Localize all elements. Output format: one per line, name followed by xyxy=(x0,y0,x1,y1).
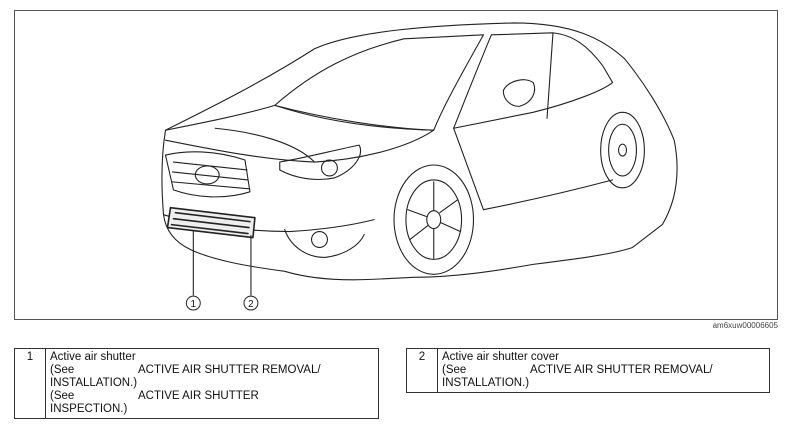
table-row: 2 Active air shutter cover (See ACTIVE AI… xyxy=(406,348,770,393)
car-line-drawing: 1 2 xyxy=(161,22,678,311)
reference-continuation: INSTALLATION.) xyxy=(50,377,138,389)
car-illustration-frame: 1 2 xyxy=(14,10,778,320)
reference-link-inspection[interactable]: ACTIVE AIR SHUTTER xyxy=(138,390,259,402)
see-prefix: (See xyxy=(50,364,75,376)
fog-lamp xyxy=(311,231,328,249)
reference-line: (See ACTIVE AIR SHUTTER xyxy=(50,390,374,403)
headlight xyxy=(279,144,361,181)
front-grille xyxy=(164,151,251,198)
rear-wheel xyxy=(600,111,645,189)
side-mirror xyxy=(502,79,536,107)
reference-link-removal-installation[interactable]: ACTIVE AIR SHUTTER REMOVAL/ xyxy=(530,364,713,376)
reference-continuation: INSTALLATION.) xyxy=(442,377,530,389)
front-wheel xyxy=(393,164,475,275)
reference-continuation: INSPECTION.) xyxy=(50,403,128,415)
reference-line: (See ACTIVE AIR SHUTTER REMOVAL/ xyxy=(50,364,374,377)
side-windows xyxy=(453,32,614,129)
active-air-shutter-part xyxy=(166,206,256,239)
see-prefix: (See xyxy=(50,390,75,402)
reference-line: (See ACTIVE AIR SHUTTER REMOVAL/ xyxy=(442,364,765,377)
windshield xyxy=(274,34,484,131)
callout-1: 1 xyxy=(185,295,201,311)
callout-2: 2 xyxy=(243,295,259,311)
part-description: Active air shutter cover (See ACTIVE AIR … xyxy=(437,348,770,393)
part-number: 1 xyxy=(14,348,46,419)
hood xyxy=(164,104,435,163)
part-name: Active air shutter cover xyxy=(442,351,559,363)
svg-text:1: 1 xyxy=(191,299,197,310)
svg-text:2: 2 xyxy=(248,299,254,310)
part-name: Active air shutter xyxy=(50,351,136,363)
image-id-label: am6xuw00006605 xyxy=(712,321,778,330)
reference-link-removal-installation[interactable]: ACTIVE AIR SHUTTER REMOVAL/ xyxy=(138,364,321,376)
parts-table-item-2: 2 Active air shutter cover (See ACTIVE AI… xyxy=(406,348,770,393)
car-body-outline xyxy=(161,22,678,281)
see-prefix: (See xyxy=(442,364,467,376)
part-number: 2 xyxy=(406,348,438,393)
